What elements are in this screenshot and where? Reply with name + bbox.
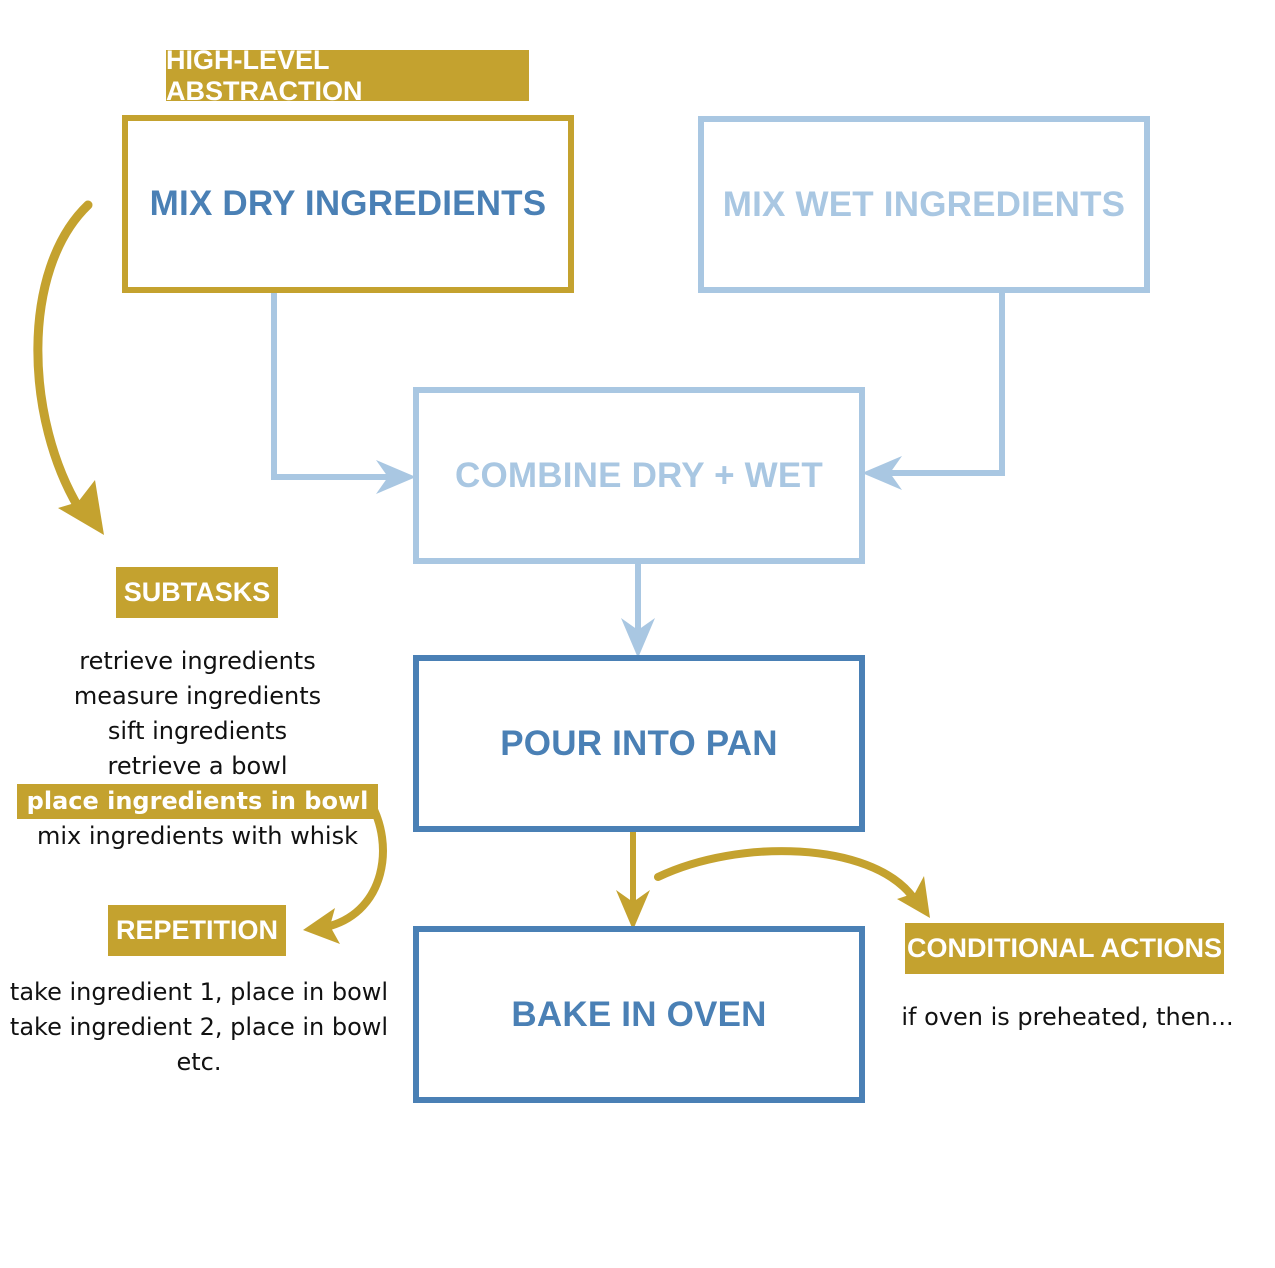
subtask-item: mix ingredients with whisk bbox=[37, 822, 358, 850]
step-combine-label: COMBINE DRY + WET bbox=[454, 455, 823, 495]
high-level-abstraction-tag: HIGH-LEVEL ABSTRACTION bbox=[166, 45, 529, 106]
subtask-item: retrieve a bowl bbox=[107, 752, 288, 780]
conditional-actions-tag: CONDITIONAL ACTIONS bbox=[905, 923, 1224, 974]
subtask-item-highlighted: place ingredients in bowl bbox=[16, 784, 379, 819]
step-pour-label: POUR INTO PAN bbox=[500, 723, 778, 763]
connector-wet-to-combine bbox=[885, 292, 1005, 476]
subtasks-tag: SUBTASKS bbox=[116, 567, 278, 618]
arrowhead-wet-to-combine bbox=[862, 456, 902, 490]
step-mix-wet-ingredients: MIX WET INGREDIENTS bbox=[698, 116, 1150, 293]
conditional-item: if oven is preheated, then... bbox=[901, 1003, 1234, 1031]
repetition-tag: REPETITION bbox=[108, 905, 286, 956]
curve-arrow-to-conditional bbox=[654, 847, 916, 900]
step-pour-into-pan: POUR INTO PAN bbox=[413, 655, 865, 832]
arrowhead-combine-to-pour bbox=[621, 618, 655, 658]
step-bake-in-oven: BAKE IN OVEN bbox=[413, 926, 865, 1103]
repetition-list: take ingredient 1, place in bowl take in… bbox=[0, 975, 398, 1080]
arrowhead-dry-to-combine bbox=[376, 460, 416, 494]
arrowhead-to-repetition bbox=[303, 908, 340, 944]
subtasks-list: retrieve ingredients measure ingredients… bbox=[0, 644, 395, 854]
step-bake-label: BAKE IN OVEN bbox=[511, 994, 767, 1034]
repetition-item: take ingredient 2, place in bowl bbox=[9, 1013, 389, 1041]
connector-dry-to-combine bbox=[271, 292, 392, 480]
conditional-text: if oven is preheated, then... bbox=[880, 1000, 1255, 1035]
arrowhead-to-conditional bbox=[897, 876, 930, 918]
subtask-item: sift ingredients bbox=[107, 717, 288, 745]
arrowhead-pour-to-bake bbox=[616, 890, 650, 930]
step-combine-dry-wet: COMBINE DRY + WET bbox=[413, 387, 865, 564]
repetition-item: etc. bbox=[176, 1048, 222, 1076]
subtask-item: measure ingredients bbox=[73, 682, 322, 710]
subtask-item: retrieve ingredients bbox=[79, 647, 316, 675]
arrowhead-to-subtasks bbox=[58, 480, 104, 535]
step-mix-dry-ingredients: MIX DRY INGREDIENTS bbox=[122, 115, 574, 293]
repetition-item: take ingredient 1, place in bowl bbox=[9, 978, 389, 1006]
curve-arrow-to-subtasks bbox=[33, 200, 93, 515]
step-mix-dry-label: MIX DRY INGREDIENTS bbox=[149, 184, 547, 223]
step-mix-wet-label: MIX WET INGREDIENTS bbox=[722, 184, 1126, 224]
